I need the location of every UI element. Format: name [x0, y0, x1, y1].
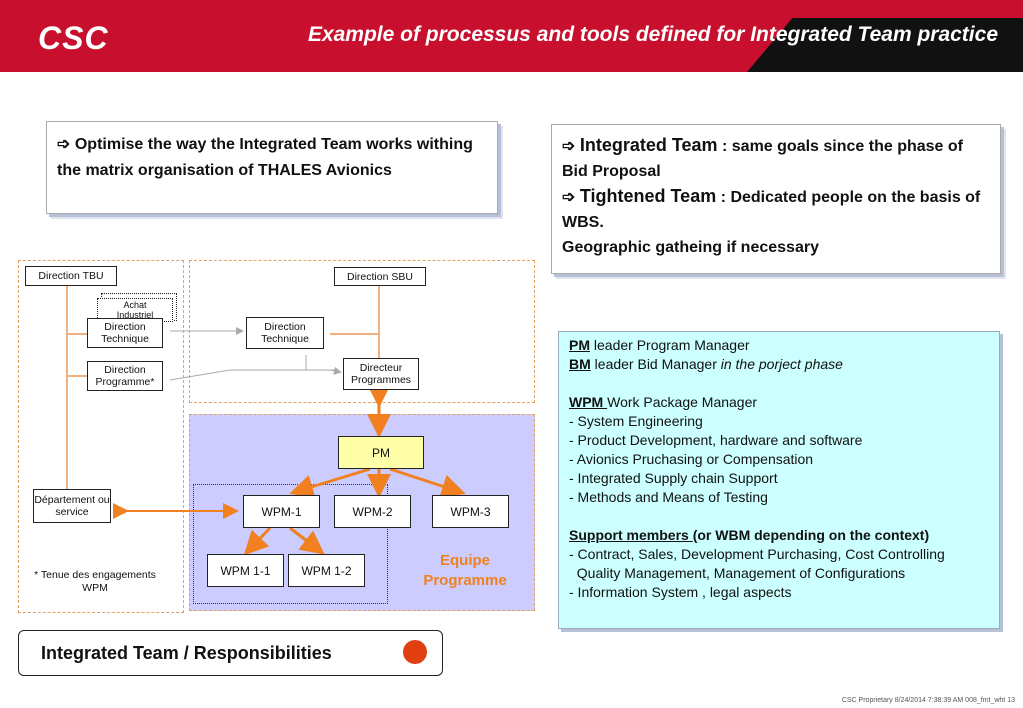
support-definition: Support members (or WBM depending on the… — [569, 526, 989, 545]
wpm-item: - Integrated Supply chain Support — [569, 470, 778, 486]
slide-title: Example of processus and tools defined f… — [307, 23, 998, 46]
arrow-bullet-icon: ➩ — [562, 138, 576, 155]
tenue-engagements-note: * Tenue des engagements WPM — [34, 569, 156, 594]
node-wpm-3: WPM-3 — [432, 495, 509, 528]
callout-optimise-text: ➩ Optimise the way the Integrated Team w… — [57, 132, 487, 184]
wpm-item: - System Engineering — [569, 413, 703, 429]
responsibilities-bar: Integrated Team / Responsibilities — [18, 630, 443, 676]
node-direction-sbu: Direction SBU — [334, 267, 426, 286]
achat-label: Achat — [123, 300, 147, 310]
wpm-abbr: WPM — [569, 394, 608, 410]
wpm-item: - Avionics Pruchasing or Compensation — [569, 451, 814, 467]
equipe-programme-label: Equipe Programme — [423, 552, 507, 589]
role-definitions-box: PM leader Program Manager BM leader Bid … — [558, 331, 1000, 629]
footer-proprietary: CSC Proprietary 8/24/2014 7:38:39 AM 008… — [841, 697, 1015, 704]
node-wpm-2: WPM-2 — [334, 495, 411, 528]
wpm-item: - Methods and Means of Testing — [569, 489, 768, 505]
integrated-team-line: ➩ Integrated Team : same goals since the… — [562, 133, 990, 184]
bm-italic: in the porject phase — [720, 356, 843, 372]
support-item: Quality Management, Management of Config… — [569, 565, 906, 581]
node-direction-technique-tbu: Direction Technique — [87, 318, 163, 348]
tightened-team-text: : Dedicated people on the basis of WBS. — [562, 189, 981, 231]
red-dot-icon — [403, 640, 427, 664]
optimise-text: Optimise the way the Integrated Team wor… — [57, 136, 473, 179]
wpm-text: Work Package Manager — [607, 394, 758, 410]
node-directeur-programmes: Directeur Programmes — [343, 358, 419, 390]
integrated-team-text: : same goals since the phase of Bid Prop… — [562, 138, 963, 180]
node-wpm-1-1: WPM 1-1 — [207, 554, 284, 587]
tightened-team-line: ➩ Tightened Team : Dedicated people on t… — [562, 184, 990, 235]
bm-abbr: BM — [569, 356, 591, 372]
node-wpm-1: WPM-1 — [243, 495, 320, 528]
node-wpm-1-2: WPM 1-2 — [288, 554, 365, 587]
header-banner: CSC Example of processus and tools defin… — [0, 0, 1023, 72]
callout-integrated-team: ➩ Integrated Team : same goals since the… — [551, 124, 1001, 274]
wpm-definition: WPM Work Package Manager — [569, 393, 989, 412]
bm-definition: BM leader Bid Manager in the porject pha… — [569, 355, 989, 374]
wpm-item: - Product Development, hardware and soft… — [569, 432, 863, 448]
responsibilities-label: Integrated Team / Responsibilities — [41, 643, 332, 663]
support-item: - Information System , legal aspects — [569, 584, 792, 600]
pm-abbr: PM — [569, 337, 590, 353]
industriel-label: Industriel — [116, 310, 154, 320]
tightened-team-heading: Tightened Team — [579, 186, 717, 206]
arrow-bullet-icon: ➩ — [57, 136, 71, 153]
node-pm: PM — [338, 436, 424, 469]
pm-text: leader Program Manager — [590, 337, 750, 353]
support-item: - Contract, Sales, Development Purchasin… — [569, 546, 945, 562]
node-direction-tbu: Direction TBU — [25, 266, 117, 286]
support-title: Support members — [569, 527, 693, 543]
support-rest: (or WBM depending on the context) — [692, 527, 930, 543]
node-direction-technique-sbu: Direction Technique — [246, 317, 324, 349]
tbu-area — [18, 260, 184, 613]
callout-optimise: ➩ Optimise the way the Integrated Team w… — [46, 121, 498, 214]
node-departement-service: Département ou service — [33, 489, 111, 523]
bm-text: leader Bid Manager — [590, 356, 721, 372]
geographic-line: Geographic gatheing if necessary — [562, 239, 819, 256]
node-direction-programme: Direction Programme* — [87, 361, 163, 391]
csc-logo: CSC — [38, 20, 109, 56]
integrated-team-heading: Integrated Team — [579, 135, 718, 155]
arrow-bullet-icon: ➩ — [562, 189, 576, 206]
pm-definition: PM leader Program Manager — [569, 336, 989, 355]
